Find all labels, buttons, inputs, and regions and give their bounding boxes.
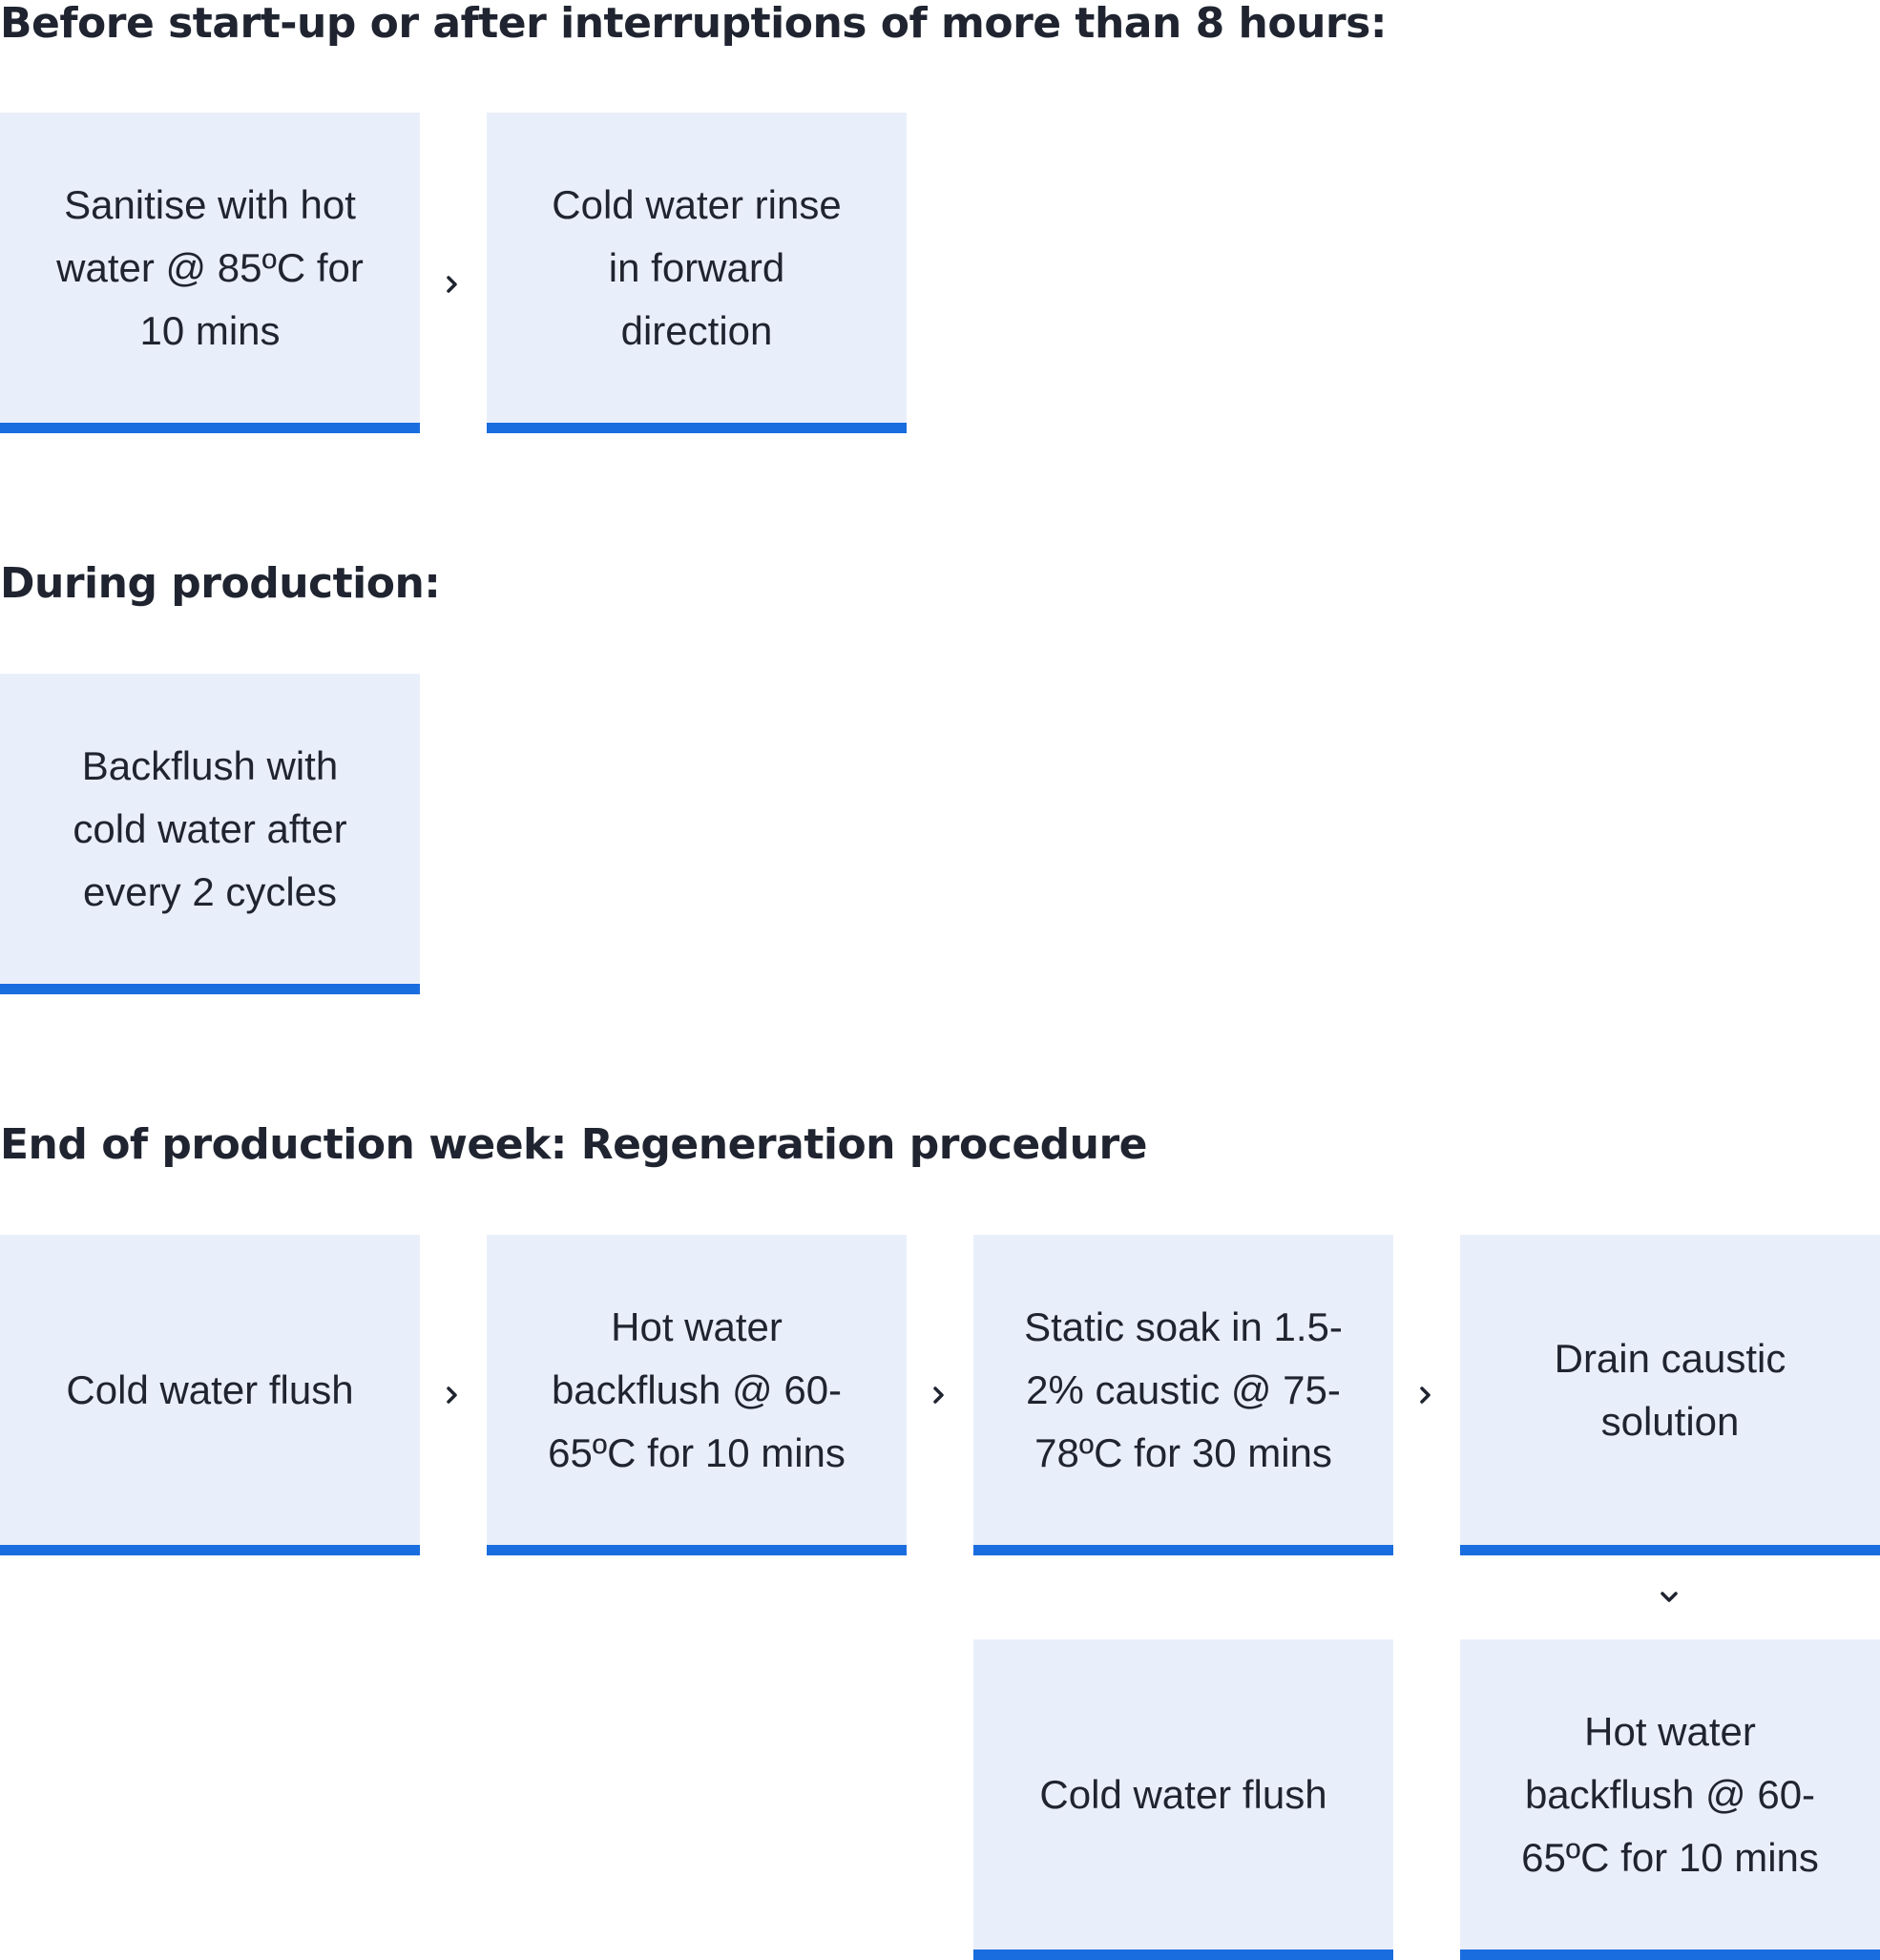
chevron-right-icon xyxy=(442,274,463,295)
section-heading-startup: Before start-up or after interruptions o… xyxy=(0,0,1387,48)
step-card-drain-caustic: Drain caustic solution xyxy=(1460,1235,1880,1555)
step-text: Sanitise with hot water @ 85ºC for 10 mi… xyxy=(56,181,364,353)
step-card-caustic-soak: Static soak in 1.5-2% caustic @ 75-78ºC … xyxy=(973,1235,1393,1555)
step-text: Hot water backflush @ 60-65ºC for 10 min… xyxy=(548,1303,846,1475)
chevron-right-icon xyxy=(1415,1385,1436,1406)
chevron-right-icon xyxy=(442,1385,463,1406)
step-text: Static soak in 1.5-2% caustic @ 75-78ºC … xyxy=(1024,1303,1343,1475)
step-text: Backflush with cold water after every 2 … xyxy=(73,742,347,914)
step-card-backflush-cold: Backflush with cold water after every 2 … xyxy=(0,674,420,994)
step-card-hot-backflush-repeat: Hot water backflush @ 60-65ºC for 10 min… xyxy=(1460,1639,1880,1960)
step-card-cold-flush-final: Cold water flush xyxy=(973,1639,1393,1960)
step-text: Cold water rinse in forward direction xyxy=(552,181,842,353)
step-card-sanitise: Sanitise with hot water @ 85ºC for 10 mi… xyxy=(0,113,420,433)
step-card-hot-backflush: Hot water backflush @ 60-65ºC for 10 min… xyxy=(487,1235,907,1555)
section-heading-regeneration: End of production week: Regeneration pro… xyxy=(0,1120,1148,1169)
step-text: Cold water flush xyxy=(1039,1771,1327,1817)
step-text: Cold water flush xyxy=(66,1366,354,1412)
chevron-right-icon xyxy=(929,1385,950,1406)
step-text: Drain caustic solution xyxy=(1554,1335,1786,1444)
chevron-down-icon xyxy=(1659,1587,1680,1608)
step-card-cold-flush: Cold water flush xyxy=(0,1235,420,1555)
step-text: Hot water backflush @ 60-65ºC for 10 min… xyxy=(1521,1708,1819,1880)
section-heading-production: During production: xyxy=(0,559,441,608)
step-card-cold-rinse: Cold water rinse in forward direction xyxy=(487,113,907,433)
